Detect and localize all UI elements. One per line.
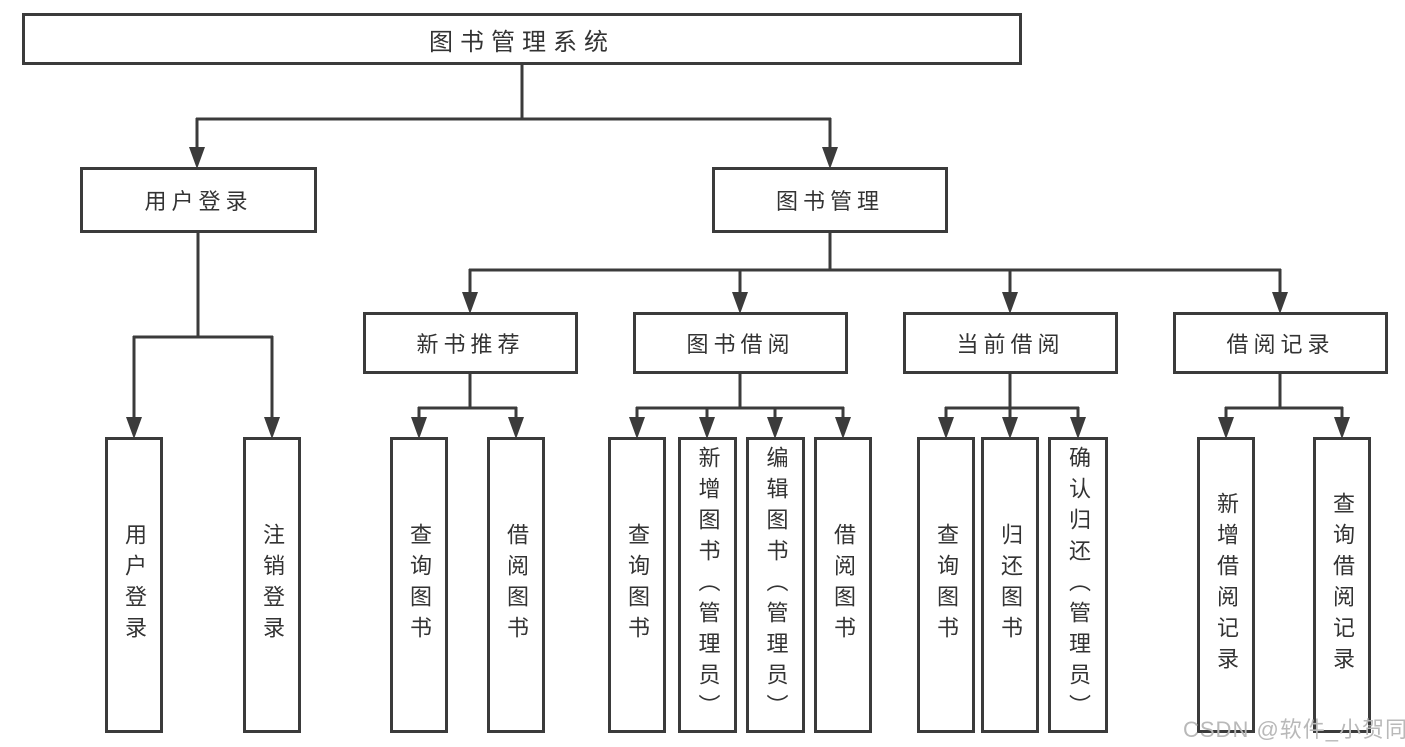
leaf-confirm-return-admin-label: 确认归还（管理员） xyxy=(1066,445,1091,725)
node-borrowing-records: 借阅记录 xyxy=(1173,312,1388,374)
leaf-logout-label: 注销登录 xyxy=(260,523,285,647)
leaf-borrow-books-2-label: 借阅图书 xyxy=(831,523,856,647)
leaf-query-books-1-label: 查询图书 xyxy=(407,523,432,647)
leaf-return-book: 归还图书 xyxy=(981,437,1039,733)
leaf-edit-book-admin-label: 编辑图书（管理员） xyxy=(763,445,789,725)
node-book-borrowing: 图书借阅 xyxy=(633,312,848,374)
leaf-query-books-2: 查询图书 xyxy=(608,437,666,733)
leaf-add-borrow-record-label: 新增借阅记录 xyxy=(1214,492,1239,678)
leaf-user-login: 用户登录 xyxy=(105,437,163,733)
leaf-edit-book-admin: 编辑图书（管理员） xyxy=(746,437,805,733)
node-current-borrowing: 当前借阅 xyxy=(903,312,1118,374)
connector-lines xyxy=(132,64,1344,420)
leaf-query-borrow-record: 查询借阅记录 xyxy=(1313,437,1371,733)
leaf-query-books-2-label: 查询图书 xyxy=(625,523,650,647)
leaf-add-borrow-record: 新增借阅记录 xyxy=(1197,437,1255,733)
node-user-login: 用户登录 xyxy=(80,167,317,233)
leaf-borrow-books-2: 借阅图书 xyxy=(814,437,872,733)
leaf-add-book-admin-label: 新增图书（管理员） xyxy=(695,445,721,725)
leaf-query-books-3-label: 查询图书 xyxy=(934,523,959,647)
leaf-borrow-books-1-label: 借阅图书 xyxy=(504,523,529,647)
leaf-add-book-admin: 新增图书（管理员） xyxy=(678,437,737,733)
leaf-query-books-3: 查询图书 xyxy=(917,437,975,733)
node-book-management: 图书管理 xyxy=(712,167,948,233)
csdn-watermark: CSDN @软件_小贺同学 xyxy=(1183,717,1405,742)
arrowheads xyxy=(126,147,1350,439)
node-new-book-recommend: 新书推荐 xyxy=(363,312,578,374)
leaf-query-borrow-record-label: 查询借阅记录 xyxy=(1330,492,1355,678)
leaf-query-books-1: 查询图书 xyxy=(390,437,448,733)
leaf-borrow-books-1: 借阅图书 xyxy=(487,437,545,733)
node-root-library-system: 图书管理系统 xyxy=(22,13,1022,65)
leaf-confirm-return-admin: 确认归还（管理员） xyxy=(1048,437,1108,733)
leaf-return-book-label: 归还图书 xyxy=(998,523,1023,647)
leaf-user-login-label: 用户登录 xyxy=(122,523,147,647)
leaf-logout: 注销登录 xyxy=(243,437,301,733)
